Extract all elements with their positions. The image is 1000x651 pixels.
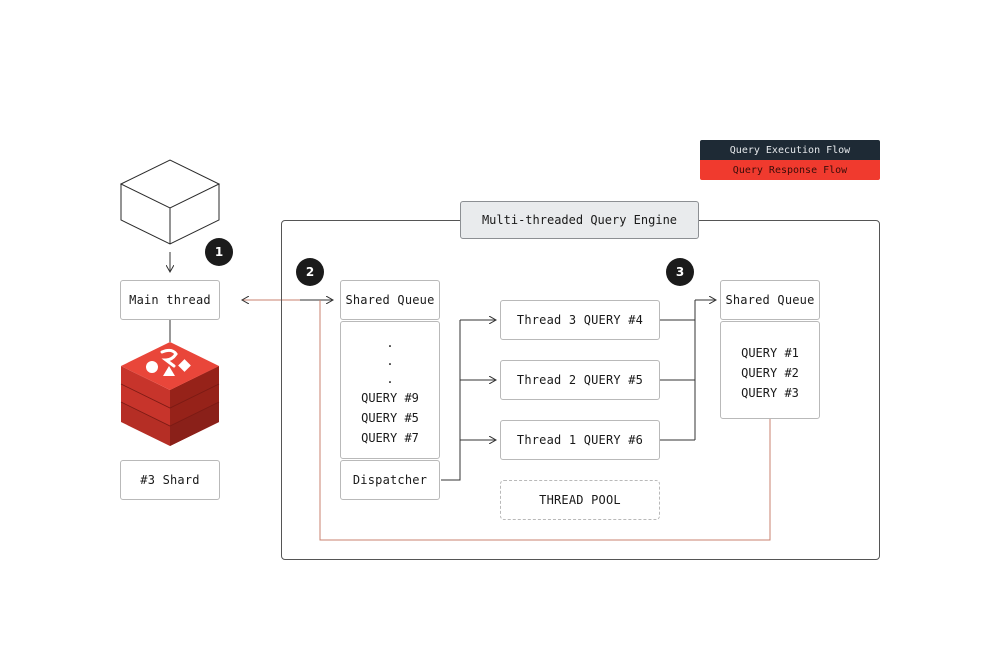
redis-database-icon	[120, 342, 220, 446]
queue-item: QUERY #7	[361, 431, 419, 445]
engine-title: Multi-threaded Query Engine	[460, 201, 699, 239]
queue-item: QUERY #5	[361, 411, 419, 425]
queue-item: QUERY #9	[361, 391, 419, 405]
thread-2-box: Thread 2 QUERY #5	[500, 360, 660, 400]
queue-item: QUERY #2	[741, 366, 799, 380]
queue-item: QUERY #3	[741, 386, 799, 400]
client-box-icon	[119, 159, 221, 245]
step-2-badge: 2	[296, 258, 324, 286]
queue-ellipsis-dot: .	[386, 372, 394, 386]
dispatcher-box: Dispatcher	[340, 460, 440, 500]
outgoing-queue-list: QUERY #1 QUERY #2 QUERY #3	[720, 321, 820, 419]
queue-item: QUERY #1	[741, 346, 799, 360]
thread-pool-label: THREAD POOL	[500, 480, 660, 520]
incoming-shared-queue-title: Shared Queue	[340, 280, 440, 320]
shard-label-box: #3 Shard	[120, 460, 220, 500]
legend-response-flow: Query Response Flow	[700, 160, 880, 180]
step-3-badge: 3	[666, 258, 694, 286]
incoming-queue-list: . . . QUERY #9 QUERY #5 QUERY #7	[340, 321, 440, 459]
main-thread-box: Main thread	[120, 280, 220, 320]
thread-3-box: Thread 3 QUERY #4	[500, 300, 660, 340]
queue-ellipsis-dot: .	[386, 336, 394, 350]
queue-ellipsis-dot: .	[386, 354, 394, 368]
thread-1-box: Thread 1 QUERY #6	[500, 420, 660, 460]
step-1-badge: 1	[205, 238, 233, 266]
legend-execution-flow: Query Execution Flow	[700, 140, 880, 160]
outgoing-shared-queue-title: Shared Queue	[720, 280, 820, 320]
response-flow-line	[319, 300, 771, 541]
